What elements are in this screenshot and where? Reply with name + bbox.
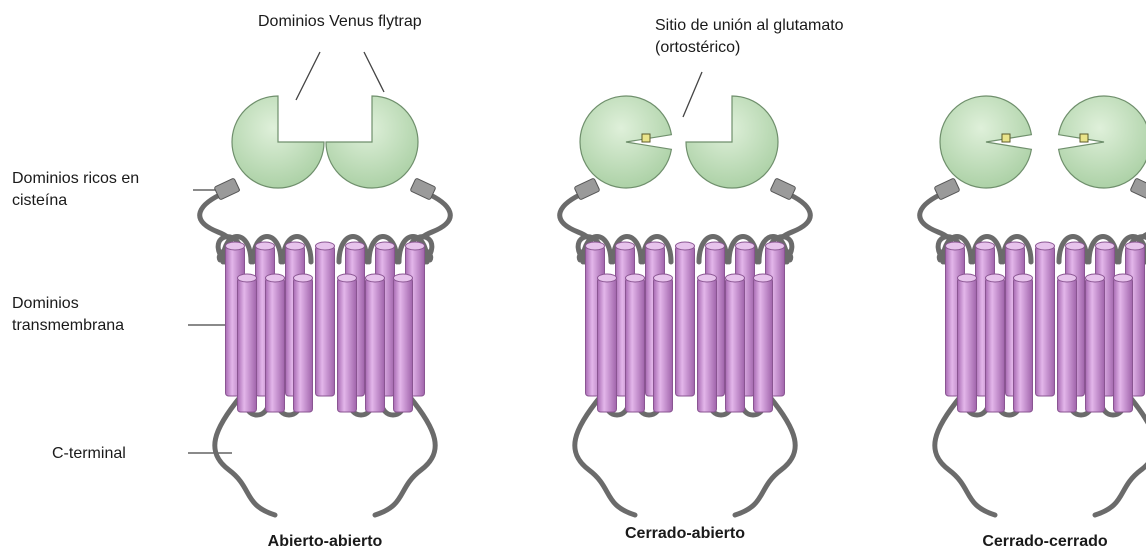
receptor-2	[920, 96, 1146, 515]
tm-helix-front-3	[338, 278, 357, 412]
tm-helix-back-2-cap	[286, 242, 305, 250]
cysteine-label-line1: Dominios ricos en	[12, 170, 139, 187]
tm-helix-back-3	[1036, 246, 1055, 396]
tm-helix-front-3-cap	[338, 274, 357, 282]
tm-helix-back-0-cap	[946, 242, 965, 250]
state-title-1: Cerrado-abierto	[625, 525, 745, 542]
tm-helix-back-1-cap	[256, 242, 275, 250]
tm-helix-front-0	[598, 278, 617, 412]
tm-helix-front-1	[986, 278, 1005, 412]
tm-helix-back-0-cap	[586, 242, 605, 250]
tm-helix-front-4	[366, 278, 385, 412]
cysteine-label-line2: cisteína	[12, 192, 67, 209]
glutamate-ligand	[642, 134, 650, 142]
tm-helix-front-4-cap	[726, 274, 745, 282]
tm-helix-back-3	[676, 246, 695, 396]
tm-helix-back-3-cap	[316, 242, 335, 250]
tm-helix-front-1-cap	[626, 274, 645, 282]
venus-leader-right	[364, 52, 384, 92]
tm-helix-front-0-cap	[958, 274, 977, 282]
tm-helix-front-5-cap	[1114, 274, 1133, 282]
glutamate-ligand	[1002, 134, 1010, 142]
tm-helix-front-2-cap	[1014, 274, 1033, 282]
tm-helix-front-1-cap	[986, 274, 1005, 282]
transmembrane-label-line2: transmembrana	[12, 317, 124, 334]
binding-site-leader	[683, 72, 702, 117]
vft-lobe-2-right-closed	[1059, 96, 1146, 188]
tm-helix-front-0	[958, 278, 977, 412]
tm-helix-front-5	[754, 278, 773, 412]
tm-helix-front-1	[626, 278, 645, 412]
transmembrane-label-line1: Dominios	[12, 295, 79, 312]
tm-helix-front-2-cap	[294, 274, 313, 282]
venus-leader-left	[296, 52, 320, 100]
tm-helix-front-3-cap	[698, 274, 717, 282]
cysteine-rich-domain-left	[574, 178, 600, 200]
tm-helix-back-6-cap	[406, 242, 425, 250]
cysteine-rich-domain-right	[1130, 178, 1146, 200]
tm-helix-back-1-cap	[616, 242, 635, 250]
tm-helix-back-2-cap	[1006, 242, 1025, 250]
tm-helix-back-1-cap	[976, 242, 995, 250]
tm-helix-back-4-cap	[706, 242, 725, 250]
tm-helix-back-3-cap	[1036, 242, 1055, 250]
tm-helix-back-3	[316, 246, 335, 396]
cysteine-rich-domain-left	[934, 178, 960, 200]
binding-site-label-line1: Sitio de unión al glutamato	[655, 17, 844, 34]
cysteine-rich-domain-right	[770, 178, 796, 200]
tm-helix-front-1-cap	[266, 274, 285, 282]
tm-helix-front-3	[698, 278, 717, 412]
tm-helix-front-4-cap	[366, 274, 385, 282]
receptor-dimers	[200, 96, 1146, 515]
tm-helix-front-0-cap	[598, 274, 617, 282]
binding-site-label-line2: (ortostérico)	[655, 39, 740, 56]
vft-lobe-0-left-open	[232, 96, 324, 188]
state-titles: Abierto-abierto Cerrado-abierto Cerrado-…	[268, 525, 1108, 550]
receptor-0	[200, 96, 451, 515]
c-terminal-label: C-terminal	[52, 445, 126, 462]
tm-helix-back-2-cap	[646, 242, 665, 250]
tm-helix-back-5-cap	[376, 242, 395, 250]
tm-helix-back-4-cap	[346, 242, 365, 250]
tm-helix-front-0-cap	[238, 274, 257, 282]
tm-helix-front-0	[238, 278, 257, 412]
tm-helix-front-4	[1086, 278, 1105, 412]
tm-helix-front-2-cap	[654, 274, 673, 282]
receptor-1	[560, 96, 811, 515]
cysteine-rich-domain-left	[214, 178, 240, 200]
tm-helix-back-6-cap	[766, 242, 785, 250]
state-title-0: Abierto-abierto	[268, 533, 383, 550]
tm-helix-back-6-cap	[1126, 242, 1145, 250]
tm-helix-front-5-cap	[754, 274, 773, 282]
tm-helix-front-3	[1058, 278, 1077, 412]
cysteine-rich-domain-right	[410, 178, 436, 200]
glutamate-ligand	[1080, 134, 1088, 142]
tm-helix-front-2	[654, 278, 673, 412]
tm-helix-back-4-cap	[1066, 242, 1085, 250]
tm-helix-front-1	[266, 278, 285, 412]
tm-helix-back-5-cap	[736, 242, 755, 250]
vft-lobe-1-left-closed	[580, 96, 671, 188]
tm-helix-front-5-cap	[394, 274, 413, 282]
tm-helix-front-3-cap	[1058, 274, 1077, 282]
tm-helix-front-4-cap	[1086, 274, 1105, 282]
venus-flytrap-label: Dominios Venus flytrap	[258, 13, 422, 30]
tm-helix-back-5-cap	[1096, 242, 1115, 250]
tm-helix-front-5	[394, 278, 413, 412]
state-title-2: Cerrado-cerrado	[982, 533, 1108, 550]
vft-lobe-1-right-open	[686, 96, 778, 188]
tm-helix-back-0-cap	[226, 242, 245, 250]
tm-helix-front-2	[1014, 278, 1033, 412]
vft-lobe-2-left-closed	[940, 96, 1031, 188]
tm-helix-front-2	[294, 278, 313, 412]
tm-helix-back-3-cap	[676, 242, 695, 250]
tm-helix-front-4	[726, 278, 745, 412]
tm-helix-front-5	[1114, 278, 1133, 412]
vft-lobe-0-right-open	[326, 96, 418, 188]
